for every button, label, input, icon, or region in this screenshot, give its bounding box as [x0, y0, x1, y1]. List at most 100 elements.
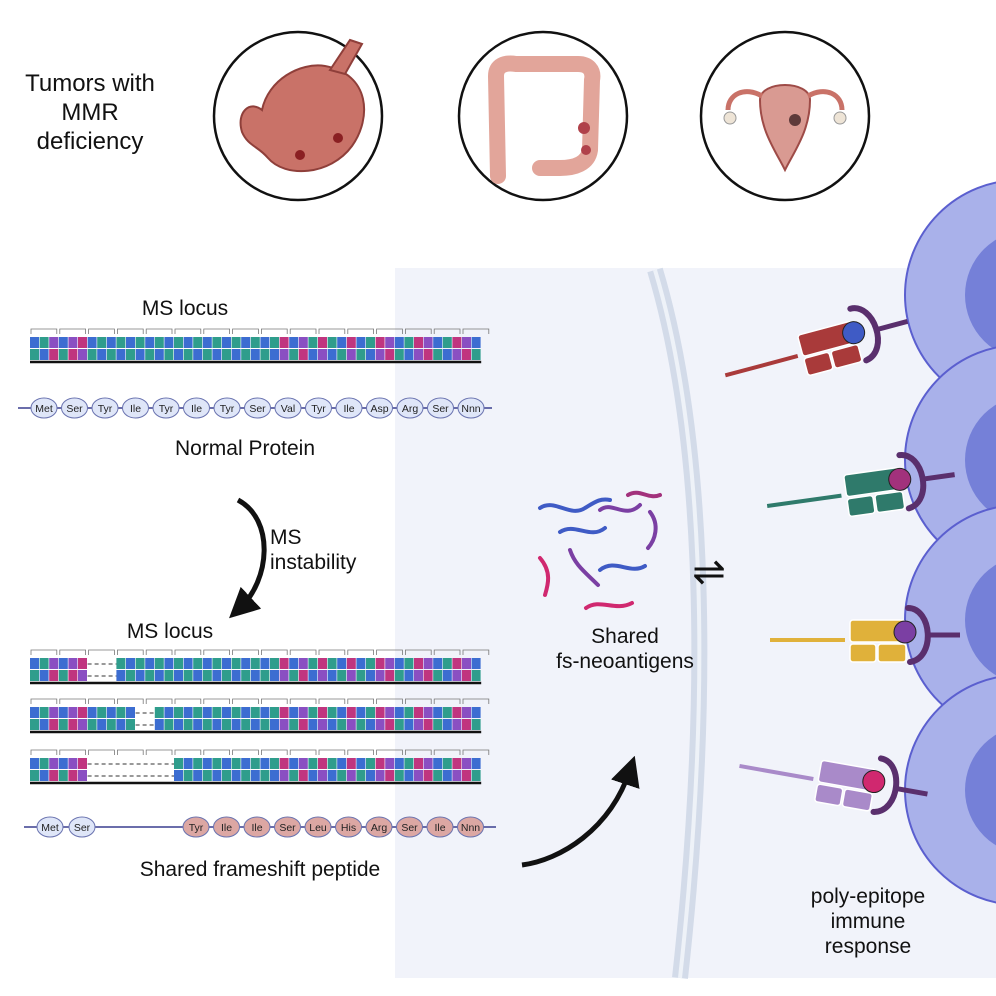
nucleotide	[462, 719, 471, 730]
t-cell-body	[904, 181, 996, 409]
amino-acid: Met	[36, 816, 64, 838]
tcr-mhc-complex	[766, 452, 955, 518]
nucleotide	[154, 349, 164, 360]
nucleotide	[78, 670, 87, 681]
t-cell	[904, 181, 996, 409]
nucleotide	[298, 658, 308, 669]
nucleotide	[375, 349, 385, 360]
nucleotide	[145, 349, 155, 360]
nucleotide	[68, 770, 78, 781]
nucleotide	[318, 658, 327, 669]
nucleotide	[260, 337, 270, 348]
amino-acid-bead	[152, 397, 180, 419]
nucleotide	[174, 719, 183, 730]
nucleotide	[385, 349, 395, 360]
nucleotide	[308, 707, 318, 718]
nucleotide	[394, 349, 404, 360]
nucleotide	[318, 349, 327, 360]
codon-bracket	[117, 328, 144, 334]
nucleotide	[433, 670, 443, 681]
amino-acid-label: Tyr	[159, 403, 174, 415]
amino-acid: Tyr	[213, 397, 241, 419]
nucleotide	[106, 707, 116, 718]
nucleotide	[270, 719, 279, 730]
amino-acid-bead	[36, 816, 64, 838]
equilibrium-arrows: ⇌	[692, 550, 726, 594]
nucleotide	[423, 707, 433, 718]
nucleotide	[270, 670, 279, 681]
amino-acid: Nnn	[457, 816, 484, 838]
nucleotide	[164, 349, 174, 360]
nucleotide	[327, 349, 337, 360]
nucleotide	[231, 758, 241, 769]
nucleotide	[193, 658, 203, 669]
amino-acid-label: Asp	[370, 403, 388, 415]
nucleotide	[423, 719, 433, 730]
nucleotide	[385, 670, 395, 681]
nucleotide	[183, 770, 193, 781]
amino-acid-bead	[68, 816, 96, 838]
nucleotide	[327, 337, 337, 348]
amino-acid: Ser	[396, 816, 423, 838]
nucleotide	[260, 707, 270, 718]
amino-acid-bead	[182, 816, 210, 838]
nucleotide	[356, 770, 366, 781]
codon-bracket	[145, 749, 173, 755]
dna-strand	[30, 649, 490, 685]
codon-bracket	[289, 749, 317, 755]
nucleotide	[394, 707, 404, 718]
amino-acid: Ile	[213, 816, 240, 838]
nucleotide	[250, 770, 260, 781]
codon-bracket	[232, 328, 259, 334]
peptide-fragment	[598, 563, 647, 572]
nucleotide	[39, 758, 49, 769]
nucleotide	[433, 349, 443, 360]
nucleotide	[58, 758, 68, 769]
codon-bracket	[59, 328, 86, 334]
nucleotide	[394, 337, 404, 348]
nucleotide	[423, 658, 433, 669]
nucleotide	[174, 337, 183, 348]
nucleotide	[337, 707, 347, 718]
t-cell-body	[904, 506, 996, 734]
amino-acid: Tyr	[91, 397, 119, 419]
nucleotide	[154, 658, 164, 669]
nucleotide	[193, 349, 203, 360]
nucleotide	[375, 707, 385, 718]
nucleotide	[442, 758, 452, 769]
nucleotide	[318, 770, 327, 781]
nucleotide	[366, 670, 375, 681]
amino-acid-label: Tyr	[220, 403, 235, 415]
nucleotide	[471, 670, 481, 681]
nucleotide	[30, 719, 39, 730]
nucleotide	[106, 349, 116, 360]
nucleotide	[423, 337, 433, 348]
tumor-label-line: deficiency	[36, 127, 144, 155]
nucleotide	[270, 349, 279, 360]
mhc-block	[803, 351, 834, 376]
nucleotide	[78, 770, 87, 781]
tcr-arm	[870, 755, 900, 815]
nucleotide	[241, 707, 251, 718]
tumor-label-line: Tumors with	[25, 70, 155, 97]
t-cell-nucleus	[965, 564, 996, 676]
nucleotide	[289, 707, 299, 718]
nucleotide	[414, 349, 423, 360]
nucleotide	[250, 337, 260, 348]
amino-acid-label: Tyr	[98, 403, 113, 415]
codon-bracket	[289, 328, 317, 334]
nucleotide	[462, 337, 471, 348]
nucleotide	[193, 719, 203, 730]
codon-bracket	[261, 649, 288, 655]
amino-acid-label: Leu	[309, 822, 327, 834]
amino-acid: Val	[274, 397, 302, 419]
nucleotide	[164, 707, 174, 718]
amino-acid-bead	[396, 397, 424, 419]
nucleotide	[404, 658, 414, 669]
nucleotide	[327, 770, 337, 781]
mhc-block	[874, 490, 906, 514]
peptide-fragment	[626, 490, 662, 499]
nucleotide	[337, 337, 347, 348]
amino-acid: His	[335, 816, 362, 838]
nucleotide	[433, 758, 443, 769]
